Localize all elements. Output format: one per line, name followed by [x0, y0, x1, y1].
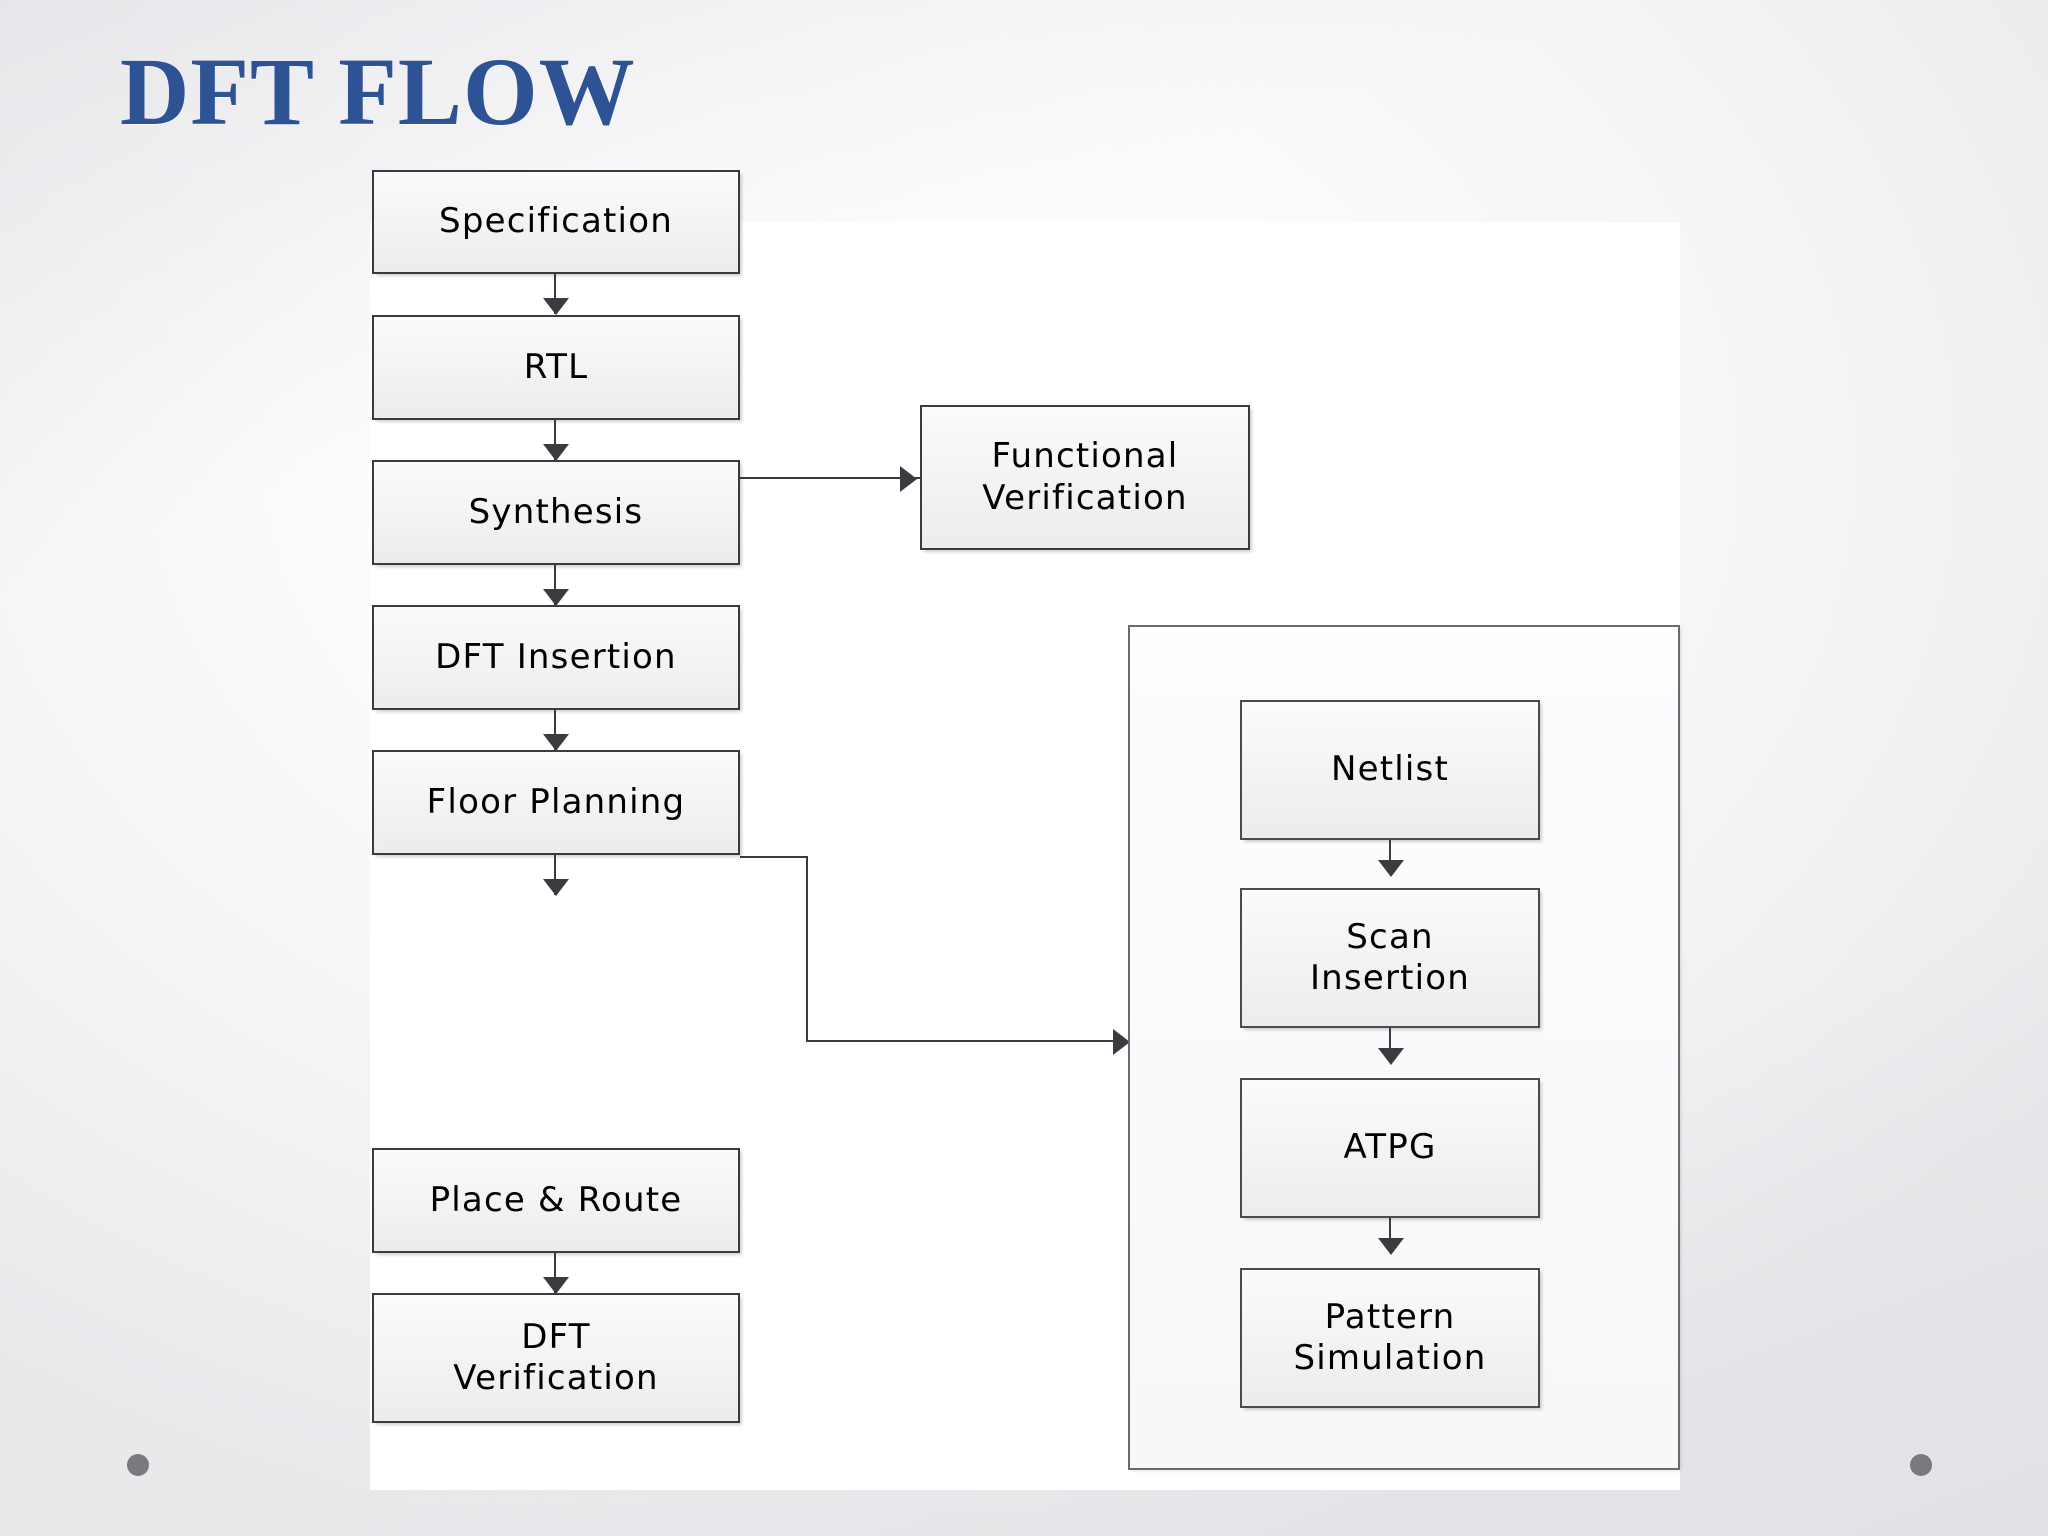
connector-scan-insertion-to-atpg [1389, 1028, 1391, 1058]
connector-synthesis-to-dft-insertion [554, 565, 556, 605]
flow-node-floor-planning[interactable]: Floor Planning [372, 750, 740, 855]
connector-dft-insertion-elbow-vertical [806, 856, 808, 1042]
flow-node-atpg[interactable]: ATPG [1240, 1078, 1540, 1218]
connector-rtl-to-functional-verification [740, 477, 920, 479]
flow-node-place-and-route[interactable]: Place & Route [372, 1148, 740, 1253]
connector-netlist-to-scan-insertion [1389, 840, 1391, 870]
flow-node-functional-verification[interactable]: Functional Verification [920, 405, 1250, 550]
connector-specification-to-rtl [554, 274, 556, 314]
decorative-dot-left [127, 1454, 149, 1476]
arrow-down-icon [543, 879, 569, 896]
arrow-down-icon [543, 444, 569, 461]
flow-node-pattern-simulation[interactable]: Pattern Simulation [1240, 1268, 1540, 1408]
connector-floor-planning-to-place-and-route [554, 855, 556, 895]
connector-rtl-to-synthesis [554, 420, 556, 460]
flow-node-dft-insertion[interactable]: DFT Insertion [372, 605, 740, 710]
connector-dft-insertion-elbow-top [740, 856, 808, 858]
arrow-down-icon [543, 1277, 569, 1294]
arrow-down-icon [543, 589, 569, 606]
flow-node-specification[interactable]: Specification [372, 170, 740, 274]
flow-node-rtl[interactable]: RTL [372, 315, 740, 420]
connector-atpg-to-pattern-simulation [1389, 1218, 1391, 1248]
page-title: DFT FLOW [120, 38, 636, 145]
flow-node-synthesis[interactable]: Synthesis [372, 460, 740, 565]
arrow-down-icon [1378, 860, 1404, 877]
arrow-right-icon [1113, 1029, 1130, 1055]
flow-node-dft-verification[interactable]: DFT Verification [372, 1293, 740, 1423]
arrow-down-icon [1378, 1238, 1404, 1255]
flow-node-netlist[interactable]: Netlist [1240, 700, 1540, 840]
connector-dft-insertion-elbow-bottom [806, 1040, 1118, 1042]
arrow-down-icon [1378, 1048, 1404, 1065]
arrow-down-icon [543, 734, 569, 751]
flow-node-scan-insertion[interactable]: Scan Insertion [1240, 888, 1540, 1028]
arrow-right-icon [900, 466, 917, 492]
connector-dft-insertion-to-floor-planning [554, 710, 556, 750]
arrow-down-icon [543, 298, 569, 315]
decorative-dot-right [1910, 1454, 1932, 1476]
connector-place-and-route-to-dft-verification [554, 1253, 556, 1293]
